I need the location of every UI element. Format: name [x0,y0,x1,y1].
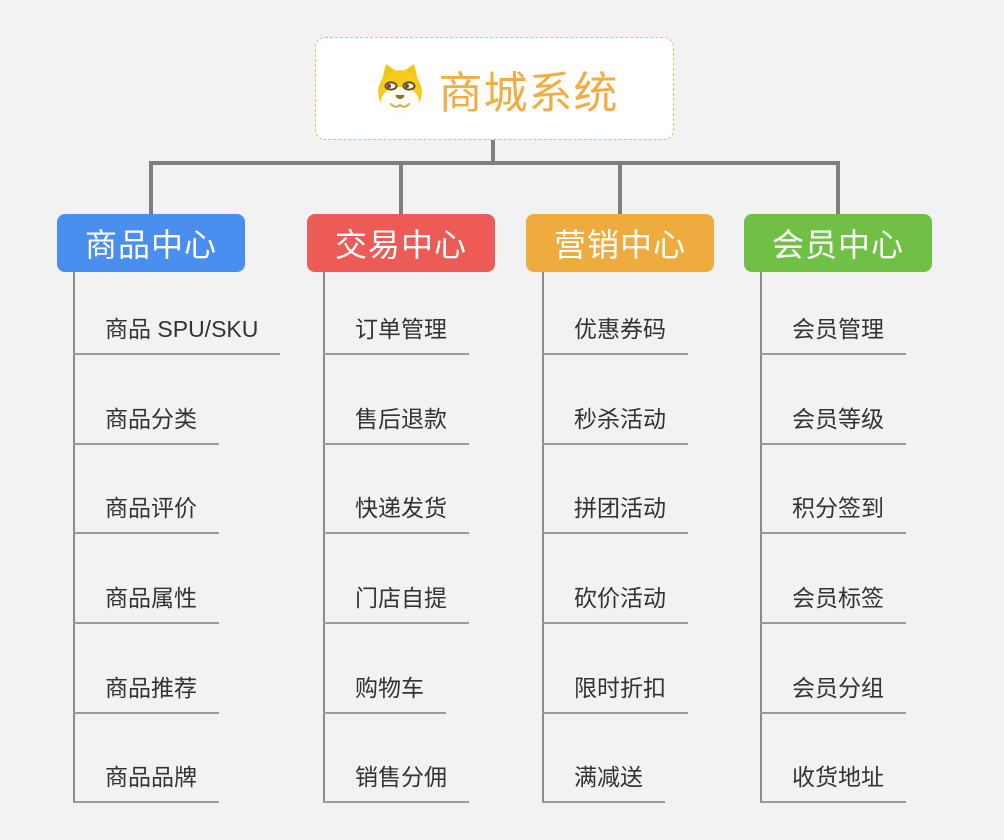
child-node[interactable]: 秒杀活动 [542,397,688,445]
root-connector-line [491,140,495,165]
child-node[interactable]: 商品分类 [73,397,219,445]
child-node[interactable]: 订单管理 [323,307,469,355]
branch-trunk-line [73,272,75,803]
child-node[interactable]: 商品属性 [73,576,219,624]
child-node[interactable]: 满减送 [542,755,665,803]
child-node[interactable]: 会员分组 [760,666,906,714]
dog-face-icon [377,63,422,115]
child-node[interactable]: 商品推荐 [73,666,219,714]
child-node[interactable]: 会员等级 [760,397,906,445]
child-node[interactable]: 砍价活动 [542,576,688,624]
branch-connector-line [399,161,403,214]
root-node[interactable]: 商城系统 [315,37,674,140]
branch-connector-line [618,161,622,214]
root-title: 商城系统 [438,68,619,118]
child-node[interactable]: 限时折扣 [542,666,688,714]
branch-trunk-line [323,272,325,803]
branch-connector-line [149,161,153,214]
child-node[interactable]: 优惠券码 [542,307,688,355]
child-node[interactable]: 商品 SPU/SKU [73,307,281,355]
child-node[interactable]: 销售分佣 [323,755,469,803]
branch-header[interactable]: 交易中心 [307,214,495,272]
branch-trunk-line [760,272,762,803]
child-node[interactable]: 快递发货 [323,486,469,534]
child-node[interactable]: 商品品牌 [73,755,219,803]
child-node[interactable]: 售后退款 [323,397,469,445]
branch-header[interactable]: 商品中心 [57,214,245,272]
child-node[interactable]: 商品评价 [73,486,219,534]
connector-bus-line [149,161,840,165]
branch-header[interactable]: 会员中心 [744,214,932,272]
child-node[interactable]: 会员管理 [760,307,906,355]
branch-connector-line [836,161,840,214]
child-node[interactable]: 拼团活动 [542,486,688,534]
child-node[interactable]: 收货地址 [760,755,906,803]
child-node[interactable]: 购物车 [323,666,446,714]
child-node[interactable]: 门店自提 [323,576,469,624]
branch-header[interactable]: 营销中心 [526,214,714,272]
child-node[interactable]: 积分签到 [760,486,906,534]
branch-trunk-line [542,272,544,803]
child-node[interactable]: 会员标签 [760,576,906,624]
